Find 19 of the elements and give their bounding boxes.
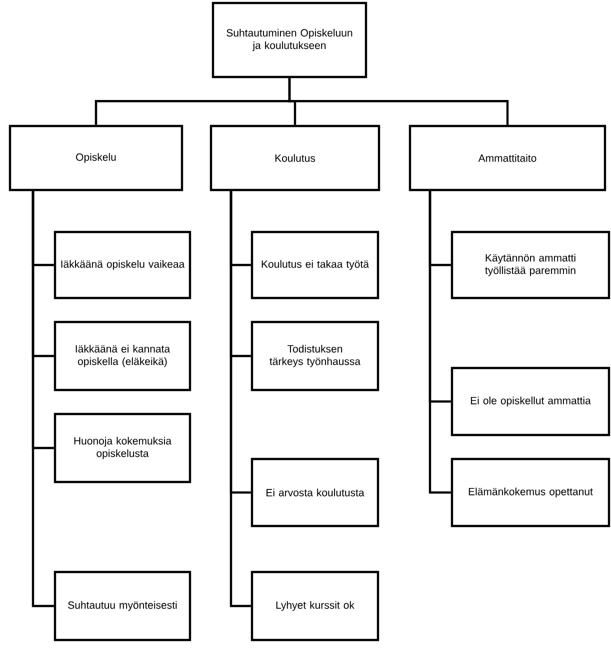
topic-box: Iäkkäänä ei kannata opiskella (eläkeikä) [54, 320, 192, 392]
connector-line [32, 190, 54, 608]
topic-box: Huonoja kokemuksia opiskelusta [54, 412, 192, 484]
topic-box: Ammattitaito [408, 124, 606, 192]
topic-box: Lyhyet kurssit ok [250, 570, 380, 642]
root-box: Suhtautuminen Opiskeluun ja koulutukseen [212, 2, 368, 78]
topic-box: Suhtautuu myönteisesti [54, 570, 192, 642]
topic-box: Ei arvosta koulutusta [250, 458, 380, 528]
topic-box: Iäkkäänä opiskelu vaikeaa [54, 230, 192, 300]
topic-box: Koulutus [210, 124, 380, 192]
topic-box: Ei ole opiskellut ammattia [450, 366, 610, 436]
topic-box: Todistuksen tärkeys työnhaussa [250, 320, 380, 392]
topic-box: Käytännön ammatti työllistää paremmin [450, 230, 610, 300]
topic-box: Elämänkokemus opettanut [450, 458, 610, 528]
connector-line [230, 190, 251, 608]
topic-box: Opiskelu [8, 124, 184, 192]
connector-line [428, 190, 451, 494]
connector-line [288, 78, 509, 125]
topic-box: Koulutus ei takaa työtä [250, 230, 380, 300]
